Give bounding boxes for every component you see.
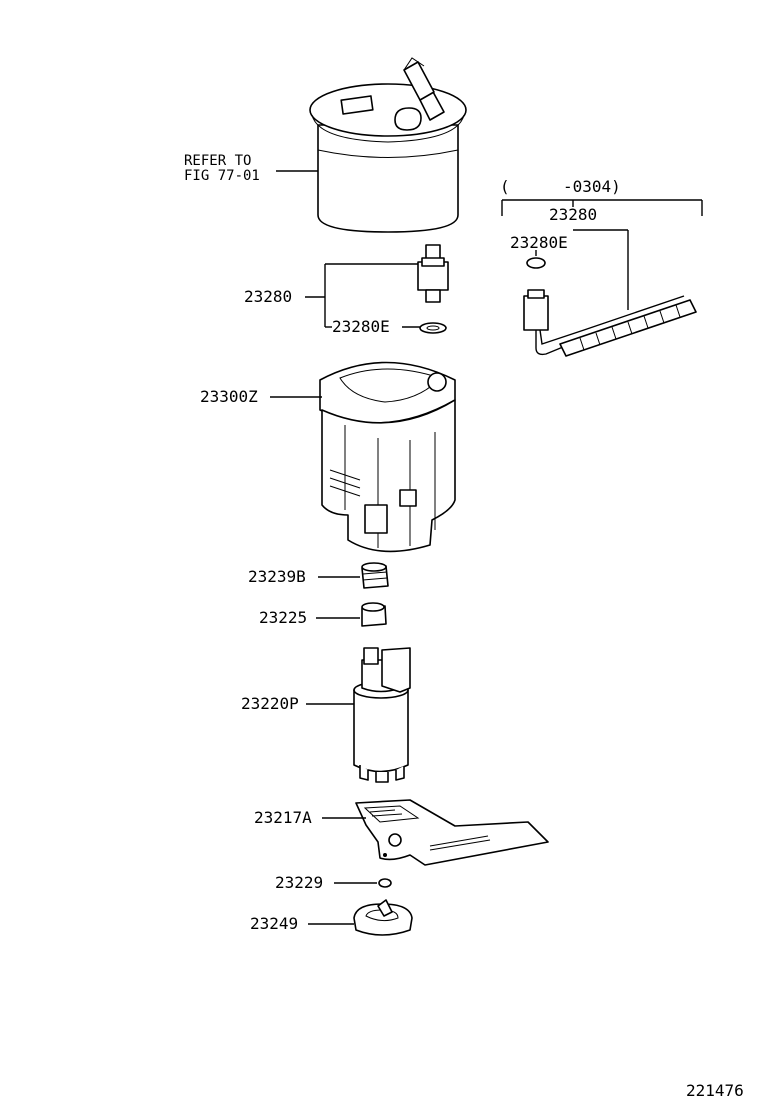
pump-bracket-illustration	[319, 361, 456, 553]
callout-part-23280: 23280	[549, 205, 598, 224]
label-23280: 23280	[244, 287, 293, 306]
pressure-regulator-illustration	[417, 244, 449, 303]
label-23220p: 23220P	[241, 694, 299, 713]
callout-oring-illustration	[526, 257, 546, 269]
label-23229: 23229	[275, 873, 324, 892]
oring-23280e-illustration	[419, 322, 447, 334]
bracket-23280	[305, 263, 420, 328]
fuel-pump-illustration	[353, 647, 411, 783]
label-23225: 23225	[259, 608, 308, 627]
callout-bracket	[501, 199, 703, 310]
callout-part-23280e: 23280E	[510, 233, 568, 252]
clip-illustration	[378, 878, 392, 888]
label-23217a: 23217A	[254, 808, 312, 827]
refer-note-line2: FIG 77-01	[184, 168, 260, 184]
label-23239b: 23239B	[248, 567, 306, 586]
filter-screen-illustration	[355, 799, 549, 866]
callout-regulator-hose-illustration	[523, 289, 697, 357]
callout-range-open: (	[500, 177, 510, 196]
refer-note-line1: REFER TO	[184, 153, 252, 169]
label-23300z: 23300Z	[200, 387, 258, 406]
grommet-illustration	[361, 562, 389, 589]
cushion-illustration	[361, 602, 387, 627]
retainer-illustration	[353, 899, 413, 936]
label-23280e: 23280E	[332, 317, 390, 336]
fuel-filter-illustration	[309, 57, 467, 233]
callout-range-end: -0304)	[563, 177, 621, 196]
figure-id: 221476	[686, 1081, 744, 1100]
label-23249: 23249	[250, 914, 299, 933]
